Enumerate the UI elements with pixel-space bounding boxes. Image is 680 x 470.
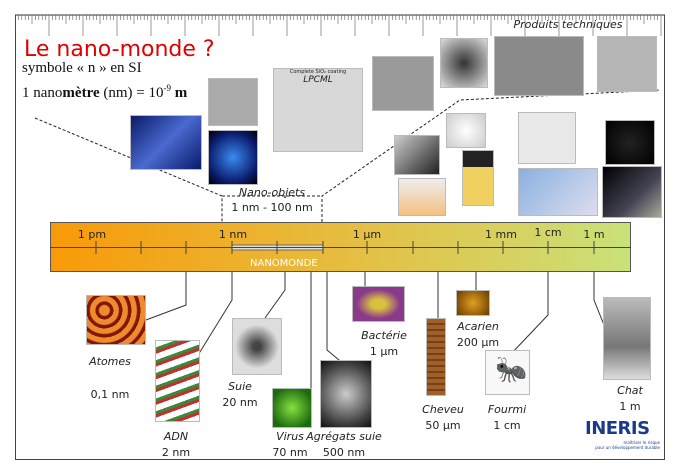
lpcml-label: LPCML (303, 75, 333, 85)
item-name-suie: Suie (228, 380, 252, 393)
item-size-acarien: 200 µm (456, 336, 500, 349)
item-size-cheveu: 50 µm (425, 419, 461, 432)
def-part: (nm) = 10 (99, 85, 164, 101)
nanomonde-label: NANOMONDE (250, 258, 318, 269)
subtitle-symbol: symbole « n » en SI (22, 60, 142, 76)
item-size-adn: 2 nm (161, 446, 191, 459)
item-name-cheveu: Cheveu (422, 403, 464, 416)
tem-image-3 (494, 36, 584, 96)
page-title: Le nano-monde ? (24, 37, 215, 62)
slide-frame (15, 15, 665, 460)
tick-label-um: 1 µm (352, 228, 382, 241)
product-pyramid-image (394, 135, 440, 175)
item-size-virus: 70 nm (272, 446, 308, 459)
surface-image (602, 166, 662, 218)
item-name-fourmi: Fourmi (487, 403, 527, 416)
item-name-agregats: Agrégats suie (306, 430, 382, 443)
def-part: mètre (62, 85, 100, 101)
item-size-fourmi: 1 cm (493, 419, 521, 432)
soot-aggregate-image (320, 360, 372, 428)
produits-techniques-label: Produits techniques (513, 18, 623, 31)
nail-polish-image (462, 150, 494, 206)
nanotube-image (130, 115, 202, 170)
tem-image-1 (372, 56, 434, 111)
atoms-image (86, 295, 146, 345)
dna-image (155, 340, 200, 422)
soot-image (232, 318, 282, 375)
item-name-chat: Chat (617, 384, 643, 397)
powder-image (446, 113, 486, 148)
ant-icon: 🐜 (495, 355, 528, 385)
tick-label-nm: 1 nm (218, 228, 248, 241)
tem-image-4 (597, 36, 657, 92)
tagline-line: maîtriser le risque (623, 440, 660, 445)
item-name-bacterie: Bactérie (361, 329, 407, 342)
subtitle-definition: 1 nanomètre (nm) = 10-9 m (22, 83, 187, 102)
def-exponent: -9 (163, 83, 172, 93)
nano-objets-range: 1 nm - 100 nm (231, 201, 313, 214)
def-part: 1 nano (22, 85, 63, 101)
tick-label-m: 1 m (583, 228, 605, 241)
tem-image-2 (440, 38, 488, 88)
item-size-chat: 1 m (619, 400, 641, 413)
item-name-virus: Virus (276, 430, 304, 443)
ant-image: 🐜 (485, 350, 530, 395)
hair-image (426, 318, 446, 396)
bandage-image (398, 178, 446, 216)
item-name-atomes: Atomes (89, 355, 131, 368)
item-size-bacterie: 1 µm (369, 345, 399, 358)
lpcml-image: Complete SiO₂ coating LPCML (273, 68, 363, 152)
item-size-atomes: 0,1 nm (90, 388, 130, 401)
tick-label-cm: 1 cm (534, 226, 562, 239)
item-name-acarien: Acarien (457, 320, 499, 333)
cat-image (603, 297, 651, 380)
black-sphere-image (605, 120, 655, 165)
building-image (518, 168, 598, 216)
lpcml-caption: Complete SiO₂ coating (289, 69, 347, 75)
nano-objets-label: Nano-objets (238, 186, 306, 199)
def-part: m (171, 85, 188, 101)
item-size-suie: 20 nm (222, 396, 258, 409)
tick-label-pm: 1 pm (77, 228, 107, 241)
nanofiber-image (208, 78, 258, 126)
ineris-logo: INERIS (585, 418, 650, 439)
ruler-decoration (15, 14, 665, 36)
item-name-adn: ADN (163, 430, 189, 443)
tagline-line: pour un développement durable (595, 445, 660, 450)
jars-image (518, 112, 576, 164)
virus-image (272, 388, 312, 428)
mite-image (456, 290, 490, 316)
bacteria-image (352, 286, 405, 322)
fullerene-image (208, 130, 258, 185)
tick-label-mm: 1 mm (485, 228, 517, 241)
item-size-agregats: 500 nm (322, 446, 366, 459)
